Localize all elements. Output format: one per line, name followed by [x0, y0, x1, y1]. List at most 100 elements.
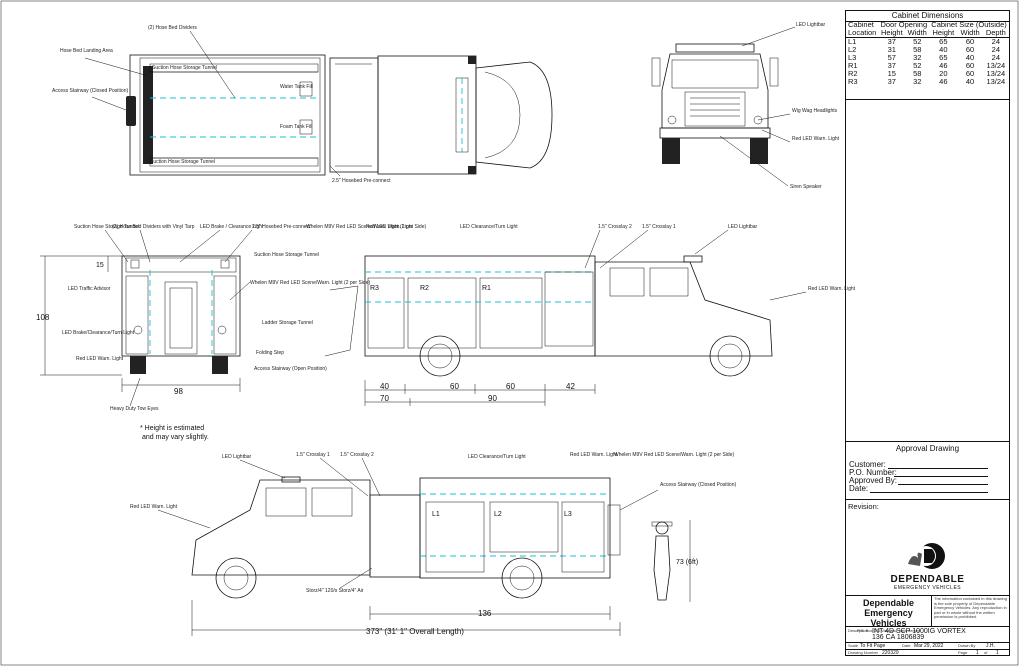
front-lightbar — [675, 43, 755, 53]
customer-label: Customer: — [849, 460, 886, 469]
date-field[interactable] — [870, 492, 988, 493]
label-ladder-tunnel: Ladder Storage Tunnel — [262, 320, 313, 326]
label-hose-bed-dividers: (2) Hose Bed Dividers — [148, 25, 197, 31]
note-height-2: and may vary slightly. — [142, 434, 209, 441]
brand-tagline: EMERGENCY VEHICLES — [893, 585, 962, 591]
date-value: Mar 29, 2022 — [914, 643, 944, 649]
label-storz: Storz/4" 120/s Storz/4" Air — [306, 588, 364, 594]
label-r1: R1 — [482, 285, 491, 292]
table-header-row-2: Location Height Width Height Width Depth — [846, 29, 1009, 38]
label-rear-led-brake: LED Brake / Clearance Light — [200, 224, 264, 230]
rear-body — [121, 255, 241, 357]
page-label: Page — [958, 650, 968, 655]
person-head — [655, 521, 669, 535]
compartment-l1 — [425, 501, 485, 573]
label-tow-eyes: Heavy Duty Tow Eyes — [110, 406, 159, 412]
po-field[interactable] — [894, 476, 988, 477]
pump-panel — [369, 494, 421, 578]
ladder-right — [324, 285, 359, 357]
table-header-row: Cabinet Door Opening Cabinet Size (Outsi… — [848, 20, 1007, 29]
label-right-whelen: Whelen M9V Red LED Scene/Warn. Light (2 … — [306, 224, 426, 230]
label-left-crosslay-1: 1.5" Crosslay 1 — [296, 452, 330, 458]
hood-top — [475, 61, 553, 169]
left-front-wheel — [215, 557, 257, 599]
label-hosebed-preconnect-top: 2.5" Hosebed Pre-connect — [332, 178, 391, 184]
company-address: P.O. Box 370 Vineland, New Jersey — [857, 628, 920, 633]
label-r3: R3 — [370, 285, 379, 292]
date-label: Date: — [849, 484, 869, 493]
right-side-view: R3 R2 R1 Whelen M9V Red LED Scene/Warn. … — [306, 224, 856, 406]
cab-roof-top — [377, 55, 477, 175]
left-cab — [191, 479, 371, 576]
label-l1: L1 — [432, 511, 440, 518]
po-label: P.O. Number: — [849, 468, 897, 477]
page-of: of — [984, 650, 988, 655]
company-name-1: Dependable — [862, 598, 914, 608]
description-value: INT 4D SCP 1000IG VORTEX — [872, 628, 966, 635]
page-total: 1 — [996, 650, 999, 656]
label-front-red-led: Red LED Warn. Light — [792, 136, 840, 142]
label-suction-tunnel-top: Suction Hose Storage Tunnel — [152, 65, 217, 71]
company-note: The information contained in this drawin… — [934, 597, 1007, 619]
top-view: (2) Hose Bed Dividers Hose Bed Landing A… — [52, 25, 553, 184]
dim-right-5: 90 — [488, 394, 497, 403]
label-rear-hose-bed-dividers: (2) Hose Bed Dividers with Vinyl Tarp — [112, 224, 195, 230]
description-value-2: 136 CA 1806839 — [872, 634, 925, 641]
scale-label: Scale — [848, 643, 859, 648]
label-rear-red-led: Red LED Warn. Light — [76, 356, 124, 362]
label-right-lightbar: LED Lightbar — [728, 224, 758, 230]
label-left-front-red: Red LED Warn. Light — [130, 504, 178, 510]
cabinet-table-box — [846, 21, 1009, 100]
dim-right-0: 40 — [380, 382, 389, 391]
label-left-red-led: Red LED Warn. Light — [570, 452, 618, 458]
label-right-crosslay-2: 1.5" Crosslay 2 — [598, 224, 632, 230]
date-label-tb: Date — [902, 643, 911, 648]
label-folding-step: Folding Step — [256, 350, 284, 356]
revision-block: Revision: DEPENDABLE EMERGENCY VEHICLES — [846, 499, 1009, 596]
compartment-l2 — [489, 501, 559, 553]
customer-field[interactable] — [888, 468, 988, 469]
label-left-stairway: Access Stairway (Closed Position) — [660, 482, 736, 488]
pump-area — [329, 57, 379, 173]
cab-front — [661, 53, 769, 129]
right-cab — [594, 261, 773, 357]
approved-by-field[interactable] — [898, 484, 988, 485]
compartment-r2 — [407, 277, 477, 349]
label-suction-tunnel-bottom: Suction Hose Storage Tunnel — [150, 159, 215, 165]
label-water-tank-fill: Water Tank Fill — [280, 84, 313, 90]
dim-person: 73 (6ft) — [676, 559, 698, 566]
title-block: Cabinet Dimensions Cabinet Door Opening … — [845, 10, 1010, 656]
grille — [684, 91, 746, 127]
dev-logo — [896, 542, 958, 572]
label-wig-wag: Wig Wag Headlights — [792, 108, 838, 114]
label-hose-bed-landing: Hose Bed Landing Area — [60, 48, 113, 54]
compartment-r3 — [367, 277, 405, 349]
drawing-no-value: 220329 — [882, 650, 899, 656]
company-block: Dependable Emergency Vehicles P.O. Box 3… — [846, 595, 1009, 656]
front-view: LED Lightbar Wig Wag Headlights Red LED … — [651, 22, 840, 190]
description-label: Description — [848, 628, 869, 633]
revision-label: Revision: — [848, 502, 879, 511]
label-left-lightbar: LED Lightbar — [222, 454, 252, 460]
right-front-wheel — [709, 335, 751, 377]
scale-value: To Fit Page — [860, 643, 886, 649]
left-body — [419, 477, 611, 579]
rear-view: 108 15 98 Suction Hose Storage Tunnel (2… — [36, 224, 370, 441]
label-rear-preconnect: 2.5" Hosebed Pre-connect — [252, 224, 311, 230]
label-rear-suction-tunnel: Suction Hose Storage Tunnel — [74, 224, 139, 230]
label-left-whelen: Whelen M9V Red LED Scene/Warn. Light (2 … — [614, 452, 734, 458]
label-rear-suction-tunnel-r: Suction Hose Storage Tunnel — [254, 252, 319, 258]
label-led-traffic-advisor: LED Traffic Advisor — [68, 286, 111, 292]
label-left-clear-turn: LED Clearance/Turn Light — [468, 454, 526, 460]
company-name-2: Emergency Vehicles — [864, 608, 913, 628]
dim-right-1: 60 — [450, 382, 459, 391]
label-siren-speaker: Siren Speaker — [790, 184, 822, 190]
cabinet-table: Cabinet Door Opening Cabinet Size (Outsi… — [846, 21, 1009, 86]
dim-rear-height: 108 — [36, 313, 50, 322]
